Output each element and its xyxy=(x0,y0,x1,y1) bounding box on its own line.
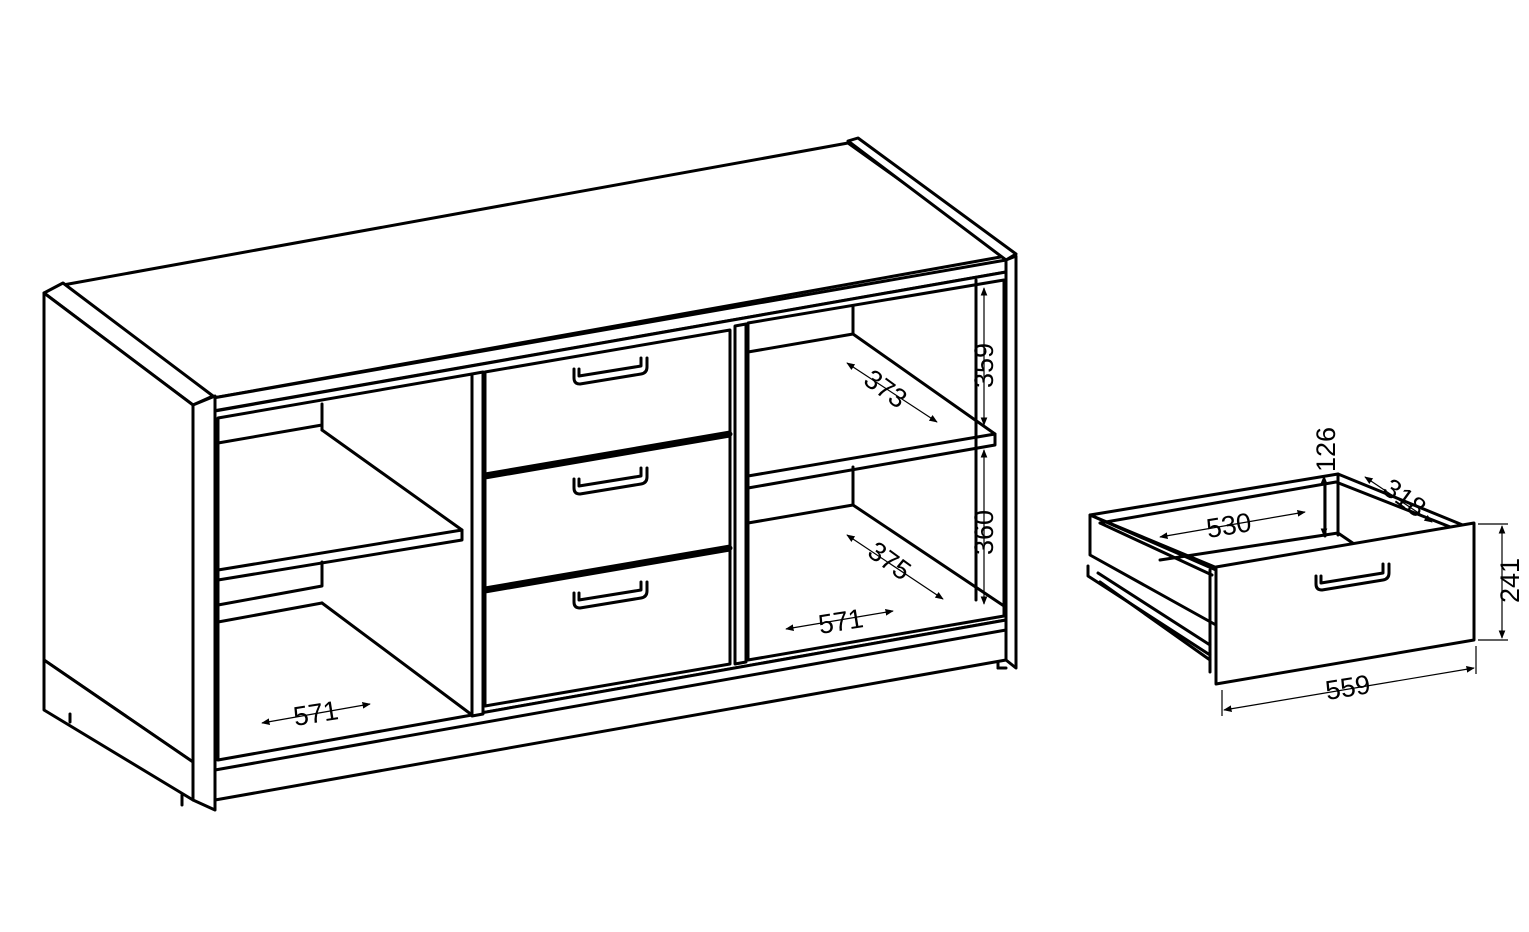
drawer-front-handle xyxy=(1314,562,1391,592)
dim-left-bottom-width: 571 xyxy=(291,695,340,732)
cabinet-top-panel xyxy=(42,136,1018,413)
dim-bottom-compartment-height: 360 xyxy=(969,510,999,555)
cabinet xyxy=(42,136,1018,812)
cabinet-right-compartment xyxy=(746,278,1006,662)
drawer-handle-top xyxy=(572,356,649,386)
drawer-handle-bottom xyxy=(572,580,649,610)
dim-top-compartment-height: 359 xyxy=(969,343,999,388)
dim-drawer-inner-height: 126 xyxy=(1311,427,1341,472)
cabinet-left-compartment xyxy=(216,372,474,762)
dim-right-bottom-width: 571 xyxy=(816,603,865,640)
cabinet-middle-divider xyxy=(470,370,485,718)
cabinet-left-side-panel xyxy=(42,291,217,812)
cabinet-drawers xyxy=(482,328,733,708)
drawer-front-panel xyxy=(1214,521,1476,686)
dim-drawer-inner-width: 530 xyxy=(1204,507,1253,544)
drawer-handle-middle xyxy=(572,466,649,496)
cabinet-right-divider xyxy=(733,322,748,666)
dim-drawer-front-height: 241 xyxy=(1495,558,1525,603)
dim-drawer-front-width: 559 xyxy=(1323,669,1372,706)
